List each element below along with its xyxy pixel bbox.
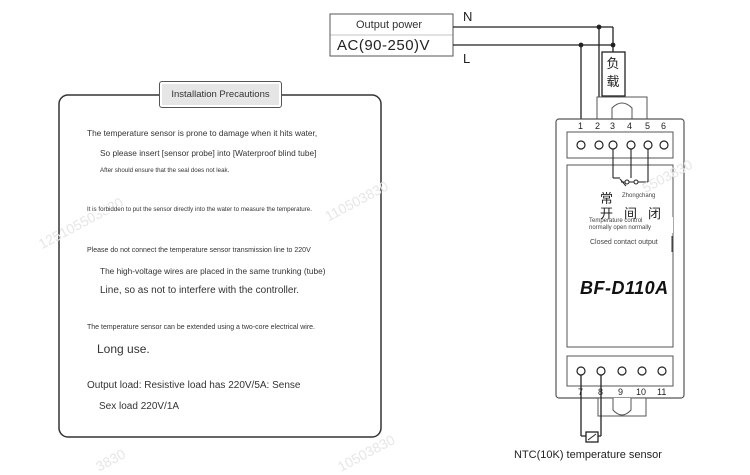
pin-label: 5	[645, 121, 651, 131]
precaution-line: So please insert [sensor probe] into [Wa…	[100, 148, 317, 158]
precaution-line: Please do not connect the temperature se…	[87, 247, 311, 254]
load-label-top: 负	[606, 57, 620, 72]
contact-label-cn: 开	[600, 207, 614, 222]
contact-pinyin: Zhongchang	[622, 193, 656, 199]
pin-label: 10	[636, 387, 647, 397]
load-box	[601, 51, 626, 97]
pin-label: 4	[627, 121, 633, 131]
precaution-line: The temperature sensor can be extended u…	[87, 324, 316, 331]
pin-label: 1	[578, 121, 584, 131]
contact-label-cn: 常	[600, 192, 614, 207]
precaution-line: It is forbidden to put the sensor direct…	[87, 206, 312, 213]
contact-label-cn: 间	[624, 207, 638, 222]
pin-label: 2	[595, 121, 601, 131]
sensor-label: NTC(10K) temperature sensor	[514, 449, 662, 461]
line-l-label: L	[463, 51, 471, 66]
precautions-title: Installation Precautions	[159, 81, 282, 108]
contact-label-cn: 闭	[648, 207, 662, 222]
precaution-line: The temperature sensor is prone to damag…	[87, 128, 318, 138]
load-label-bottom: 载	[606, 75, 620, 90]
precaution-line: The high-voltage wires are placed in the…	[100, 266, 326, 276]
pin-label: 7	[578, 387, 584, 397]
load-label: 负 载	[600, 56, 626, 92]
contact-en: normally open normally	[589, 225, 652, 231]
pin-label: 8	[598, 387, 604, 397]
device-model: BF-D110A	[580, 278, 669, 298]
pin-label: 9	[618, 387, 624, 397]
precaution-line: Output load: Resistive load has 220V/5A:…	[87, 380, 301, 391]
precaution-line: Long use.	[97, 342, 150, 356]
pin-label: 6	[661, 121, 667, 131]
pin-label: 11	[657, 387, 667, 397]
power-caption: Output power	[356, 19, 423, 31]
pin-label: 3	[610, 121, 616, 131]
precaution-line: After should ensure that the seal does n…	[100, 167, 230, 174]
contact-en: Closed contact output	[590, 239, 658, 246]
precaution-line: Line, so as not to interfere with the co…	[100, 285, 299, 296]
power-voltage: AC(90-250)V	[337, 37, 431, 54]
line-n-label: N	[463, 9, 473, 24]
contact-en: Temperature control	[589, 218, 643, 224]
precaution-line: Sex load 220V/1A	[99, 401, 180, 412]
